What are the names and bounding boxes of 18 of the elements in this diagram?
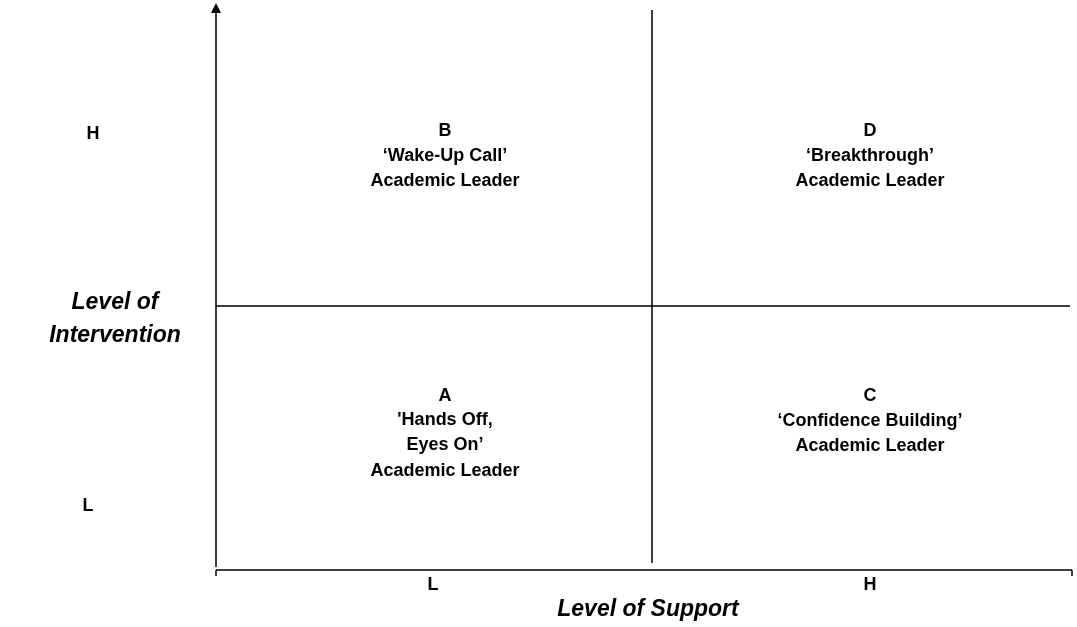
axis-tick-label: H — [863, 572, 877, 596]
quadrant-letter: C — [863, 383, 877, 407]
quadrant-letter: D — [863, 118, 877, 142]
quadrant-title: ‘Wake-Up Call’ — [382, 143, 508, 167]
quadrant-subtitle: Academic Leader — [370, 458, 520, 482]
quadrant-subtitle: Academic Leader — [795, 168, 945, 192]
axis-tick-label: H — [86, 121, 100, 145]
axis-tick-label: L — [427, 572, 439, 596]
quadrant-subtitle: Academic Leader — [370, 168, 520, 192]
axis-tick-label: L — [82, 493, 94, 517]
quadrant-letter: B — [438, 118, 452, 142]
quadrant-title: ‘Breakthrough’ — [806, 143, 934, 167]
quadrant-title: ‘Confidence Building’ — [777, 408, 963, 432]
quadrant-subtitle: Academic Leader — [795, 433, 945, 457]
axis-title: Level of Support — [557, 593, 739, 623]
quadrant-title: 'Hands Off, Eyes On’ — [396, 408, 494, 456]
quadrant-letter: A — [438, 383, 452, 407]
axis-title: Level of Intervention — [48, 287, 182, 349]
